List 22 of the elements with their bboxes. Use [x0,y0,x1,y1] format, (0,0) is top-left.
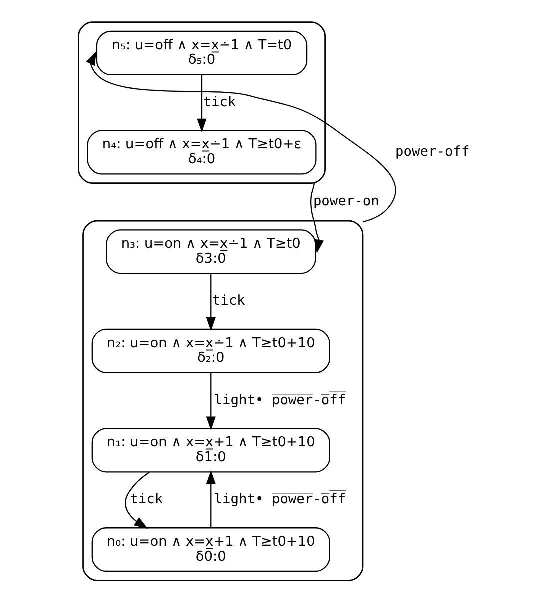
node-box: n₅: u=off ∧ x=x̲∸1 ∧ T=t0 δ₅:0 [96,30,308,76]
cluster [78,22,326,184]
arrow [86,52,396,223]
cluster [82,220,364,582]
edge-label: tick [130,492,163,508]
edge-label: light• p̅o̅w̅e̅r̅-̅o̅f̅f̅ [214,492,346,508]
node-box: n₂: u=on ∧ x=x̲∸1 ∧ T≥t0+10 δ₂:0 [91,328,330,374]
node-box: n₁: u=on ∧ x=x̲+1 ∧ T≥t0+10 δ1:0 [91,428,330,473]
arrow [206,372,216,431]
arrow [196,74,206,133]
node-box: n₀: u=on ∧ x=x̲+1 ∧ T≥t0+10 δ0:0 [91,528,330,572]
edge-label: tick [202,94,236,110]
node-box: n₄: u=off ∧ x=x̲∸1 ∧ T≥t0+ε δ₄:0 [86,130,316,175]
arrow [124,472,150,529]
edge-label: tick [212,293,245,310]
arrow [310,183,324,254]
edge-label: power-on [312,194,379,210]
arrow [206,274,216,332]
node-box: n₃: u=on ∧ x=x̲∸1 ∧ T≥t0 δ3:0 [106,230,316,274]
edge-label: light• p̅o̅w̅e̅r̅-̅o̅f̅f̅ [214,392,346,408]
edge-label: power-off [395,144,470,160]
arrow [206,470,216,528]
